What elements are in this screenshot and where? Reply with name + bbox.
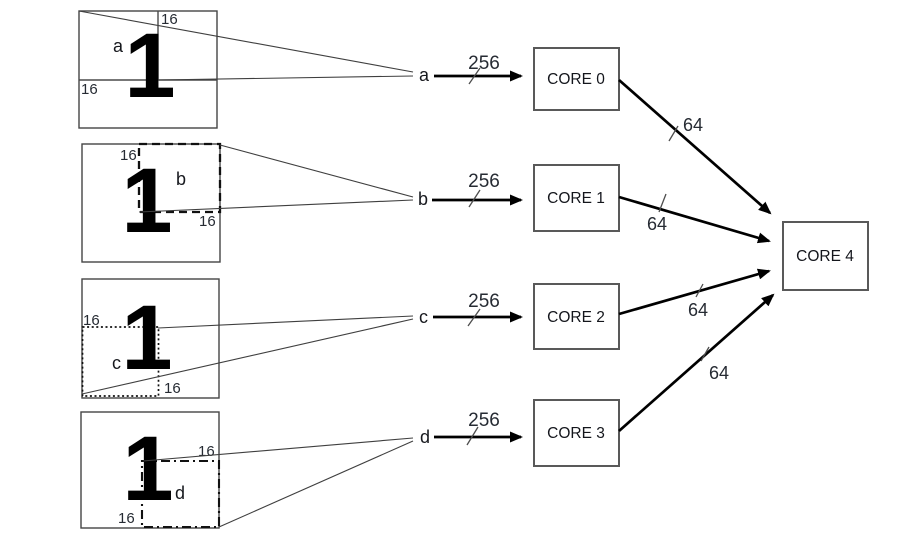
core-2-box [533,283,620,350]
image-a-digit: 1 [124,15,175,117]
input-bus-a: a 256 [419,53,523,85]
core-3-box [533,399,620,467]
out-bus-width-label-core0: 64 [683,115,703,135]
bus-slash-c [467,308,481,327]
out-bus-slash-core0 [668,125,679,142]
core-0-label: CORE 0 [547,71,605,88]
output-bus-core0: 64 [618,78,772,215]
connector-d-bottom [218,440,414,528]
bus-width-label-b: 256 [468,171,500,192]
core-1-group: CORE 1 [533,164,620,232]
bus-slash-d [466,426,479,446]
connector-b-top [219,144,414,198]
input-label-c: c [419,307,428,327]
image-a-width-label: 16 [161,11,178,28]
image-d-region-outline [140,459,221,529]
image-d-group: 1 16 16 d [80,411,414,529]
bus-slash-b [468,189,481,208]
out-bus-slash-core3 [700,346,710,362]
core-2-label: CORE 2 [547,309,605,326]
out-arrow-core1 [618,195,771,244]
image-b-region-outline [137,142,222,214]
image-a-height-label: 16 [81,81,98,98]
out-bus-slash-core1 [658,193,667,213]
core-4-group: CORE 4 [782,221,869,291]
image-a-region-label: a [113,36,124,56]
connector-d-top [142,437,414,462]
bus-width-label-d: 256 [468,410,500,431]
image-b-box [81,143,221,263]
bus-width-label-a: 256 [468,53,500,74]
image-c-digit: 1 [121,287,172,389]
image-c-region-outline [81,326,160,397]
input-label-d: d [420,427,430,447]
connector-b-bottom [138,199,414,213]
image-d-width-label: 16 [198,443,215,460]
image-d-digit: 1 [122,418,173,520]
core-3-label: CORE 3 [547,425,605,442]
core-2-group: CORE 2 [533,283,620,350]
bus-slash-a [468,67,481,85]
input-bus-b: b 256 [418,171,523,209]
core-3-group: CORE 3 [533,399,620,467]
connector-c-bottom [81,318,414,395]
core-4-label: CORE 4 [796,248,854,265]
core-0-group: CORE 0 [533,47,620,111]
image-b-digit: 1 [121,150,172,252]
out-bus-width-label-core1: 64 [647,214,667,234]
core-4-box [782,221,869,291]
image-c-height-label: 16 [83,312,100,329]
input-bus-c: c 256 [419,291,523,327]
image-d-height-label: 16 [118,510,135,527]
out-bus-width-label-core3: 64 [709,363,729,383]
input-label-b: b [418,189,428,209]
out-arrow-core3 [618,293,775,433]
out-bus-width-label-core2: 64 [688,300,708,320]
image-c-region-label: c [112,353,121,373]
output-bus-core3: 64 [618,293,775,433]
out-arrow-core0 [618,78,772,215]
connector-a-bottom [157,75,414,81]
image-b-height-label: 16 [199,213,216,230]
out-arrow-core2 [618,268,771,316]
core-1-box [533,164,620,232]
image-b-group: 1 16 16 b [81,142,414,263]
out-bus-slash-core2 [695,283,704,298]
input-label-a: a [419,65,430,85]
image-b-width-label: 16 [120,147,137,164]
connector-a-top [78,10,414,73]
output-bus-core1: 64 [618,193,771,244]
image-d-region-label: d [175,483,185,503]
image-c-group: 1 16 16 c [81,278,414,399]
image-c-width-label: 16 [164,380,181,397]
bus-width-label-c: 256 [468,291,500,312]
image-a-box [78,10,218,129]
connector-c-top [157,315,414,329]
image-d-box [80,411,220,529]
core-1-label: CORE 1 [547,190,605,207]
input-bus-d: d 256 [420,410,523,447]
image-b-region-label: b [176,169,186,189]
output-bus-core2: 64 [618,268,771,320]
image-a-group: 1 16 16 a [78,10,414,129]
core-0-box [533,47,620,111]
